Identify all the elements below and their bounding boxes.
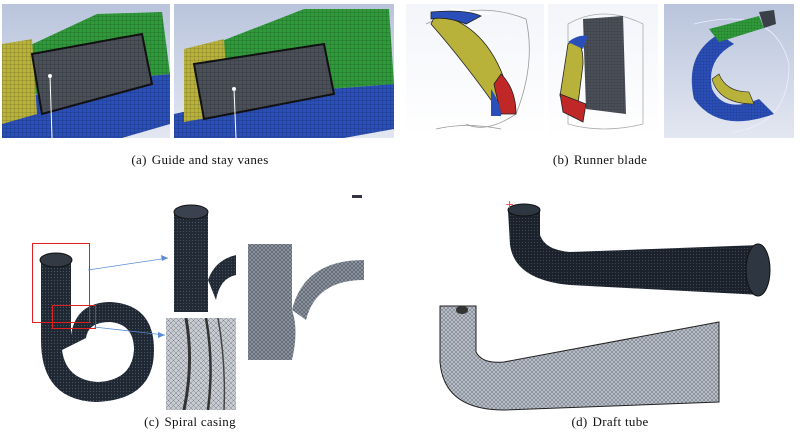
cross-section-mesh bbox=[244, 240, 364, 360]
spiral-section-detail bbox=[166, 318, 236, 410]
caption-c-label: (c) bbox=[144, 414, 160, 429]
runner-blade-view-2 bbox=[548, 4, 658, 138]
caption-d: (d) Draft tube bbox=[520, 414, 700, 430]
runner-blade-mesh-3 bbox=[691, 10, 790, 133]
guide-vane-view-2 bbox=[174, 4, 394, 138]
guide-vane-mesh-2 bbox=[174, 9, 394, 138]
caption-a-label: (a) bbox=[131, 152, 147, 167]
runner-blade-mesh-1 bbox=[425, 8, 530, 130]
origin-marker: + bbox=[505, 198, 515, 211]
guide-vane-mesh-1 bbox=[2, 12, 170, 138]
caption-c: (c) Spiral casing bbox=[90, 414, 290, 430]
spiral-inlet-detail bbox=[170, 200, 236, 312]
spiral-casing-main bbox=[26, 240, 166, 408]
caption-a: (a) Guide and stay vanes bbox=[80, 152, 320, 168]
guide-vane-view-1 bbox=[2, 4, 170, 138]
spiral-casing-mesh bbox=[39, 252, 154, 402]
callout-box-large bbox=[32, 243, 90, 323]
caption-c-text: Spiral casing bbox=[164, 414, 236, 429]
caption-b: (b) Runner blade bbox=[500, 152, 700, 168]
caption-d-text: Draft tube bbox=[592, 414, 649, 429]
caption-b-text: Runner blade bbox=[573, 152, 648, 167]
draft-tube-solid bbox=[500, 190, 775, 300]
caption-b-label: (b) bbox=[552, 152, 569, 167]
draft-tube-section bbox=[434, 302, 724, 412]
runner-blade-view-1 bbox=[406, 4, 544, 138]
caption-d-label: (d) bbox=[571, 414, 588, 429]
callout-box-small bbox=[52, 305, 96, 329]
runner-blade-mesh-2 bbox=[559, 13, 644, 130]
spiral-cross-section bbox=[244, 240, 364, 360]
inlet-mesh-detail bbox=[170, 200, 236, 312]
caption-a-text: Guide and stay vanes bbox=[151, 152, 269, 167]
section-mesh-detail bbox=[166, 318, 236, 410]
runner-blade-view-3 bbox=[664, 4, 794, 138]
draft-tube-solid-mesh bbox=[507, 203, 771, 297]
draft-tube-section-mesh bbox=[439, 305, 720, 411]
legend-swatch bbox=[352, 195, 362, 198]
